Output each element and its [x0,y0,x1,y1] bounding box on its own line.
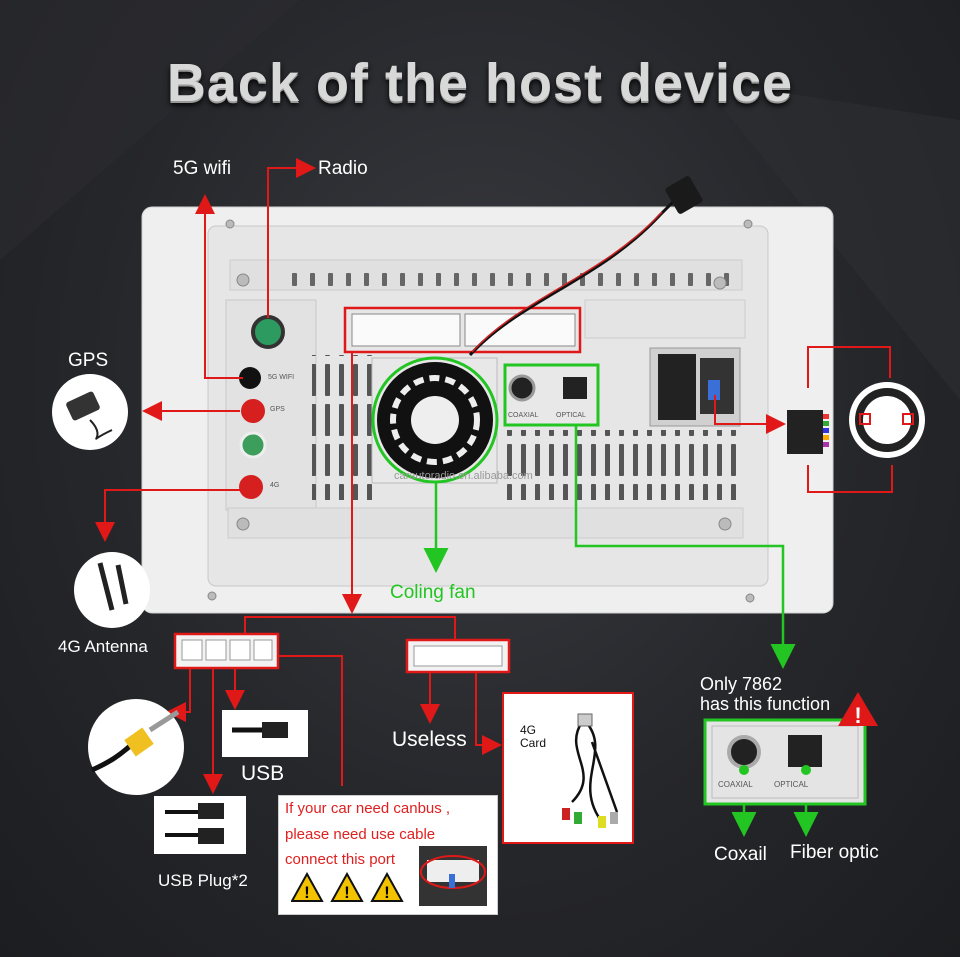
label-4g-antenna: 4G Antenna [58,637,148,656]
blue-pin [708,380,720,400]
label-fiber-optic: Fiber optic [790,842,879,863]
label-4g-card-text: 4G Card [520,723,547,750]
spare-port [239,431,267,459]
steering-wire-colors [823,414,829,447]
label-4g-card: 4G Card [520,724,546,750]
rca-plug [124,727,154,757]
iso-connector [658,354,696,420]
label-gps: GPS [68,350,109,371]
mark-gps: GPS [270,406,285,413]
plug-usb-av-pins [181,639,273,661]
canbus-port-photo [419,846,487,906]
card4g-cable [562,713,619,828]
label-only-7862: Only 7862 [700,674,783,694]
watermark: carautoradio.en.alibaba.com [394,470,533,482]
left-vents [312,355,372,500]
gps-cable [89,419,113,440]
mark-5g-wifi: 5G WIFI [268,374,295,381]
steering-bracket-bottom [807,465,893,493]
warning-triangle-icon: ! [370,872,404,902]
canbus-line-1: If your car need canbus , [285,800,451,817]
svg-text:!: ! [344,883,350,902]
line-connectors [244,616,456,640]
gps-port [241,399,265,423]
fan-hub [411,396,459,444]
usb-plug [262,722,288,738]
mark-4g: 4G [270,482,280,489]
antenna4g-photo [74,552,150,628]
right-vents [500,430,740,500]
steering-bracket-top [807,346,891,388]
arrow-audio [574,425,796,669]
gps-module [66,391,100,421]
label-coling-fan: Coling fan [390,582,476,603]
wifi-port [239,367,261,389]
page-title: Back of the host device [166,53,794,113]
screws [207,219,755,603]
top-vents [290,272,740,290]
arrow-4g-antenna [95,489,240,542]
warning-icons: ! ! ! [291,872,404,902]
arrow-steering [714,395,786,434]
plug-useless-pins [413,645,503,667]
svg-text:!: ! [304,883,310,902]
svg-text:!: ! [384,883,390,902]
label-radio: Radio [318,158,368,179]
warning-triangle-icon: ! [291,872,324,902]
antenna4g-port [239,475,263,499]
label-has-function: has this function [700,694,831,714]
radio-port [251,315,285,349]
line-canbus [278,655,343,786]
steering-connector [787,410,823,454]
power-cable-red [471,211,663,353]
svg-text:!: ! [854,703,861,728]
right-vent-block [584,299,746,339]
label-usb: USB [241,762,285,785]
arrow-4g-card-cable [475,672,502,755]
power-plug [665,176,703,214]
label-5g-wifi: 5G wifi [173,158,232,179]
bg-shape [0,0,300,260]
arrow-5g-wifi [195,194,243,379]
arrow-av [166,668,191,722]
canbus-note: If your car need canbus , please need us… [278,795,498,915]
bottom-rail [227,507,744,539]
coaxial-inset-port [727,735,761,769]
mark-optical: OPTICAL [556,412,586,419]
warning-triangle-icon: ! [330,872,364,902]
warning-icon [838,692,878,726]
inset-mark-optical: OPTICAL [774,780,809,789]
card4g-box: 4G Card [502,692,634,844]
connector-right [464,313,576,347]
connector-highlight [343,306,582,354]
audio-inset [703,718,867,806]
connector-left [351,313,461,347]
mark-coaxial: COAXIAL [508,412,539,419]
power-cable [468,193,682,357]
antenna4g-stick [97,562,129,611]
canbus-line-3: connect this port [285,851,396,868]
coaxial-port [508,374,536,402]
inset-mark-coaxial: COAXIAL [718,780,753,789]
label-coxail: Coxail [714,844,767,865]
optical-port [563,377,587,399]
label-useless: Useless [392,728,467,751]
fan-blades [390,375,480,465]
fan-highlight [371,356,499,484]
label-usb-plug: USB Plug*2 [158,871,248,890]
optical-inset-port [788,735,822,767]
arrow-radio [267,158,316,318]
canbus-line-2: please need use cable [285,826,436,843]
